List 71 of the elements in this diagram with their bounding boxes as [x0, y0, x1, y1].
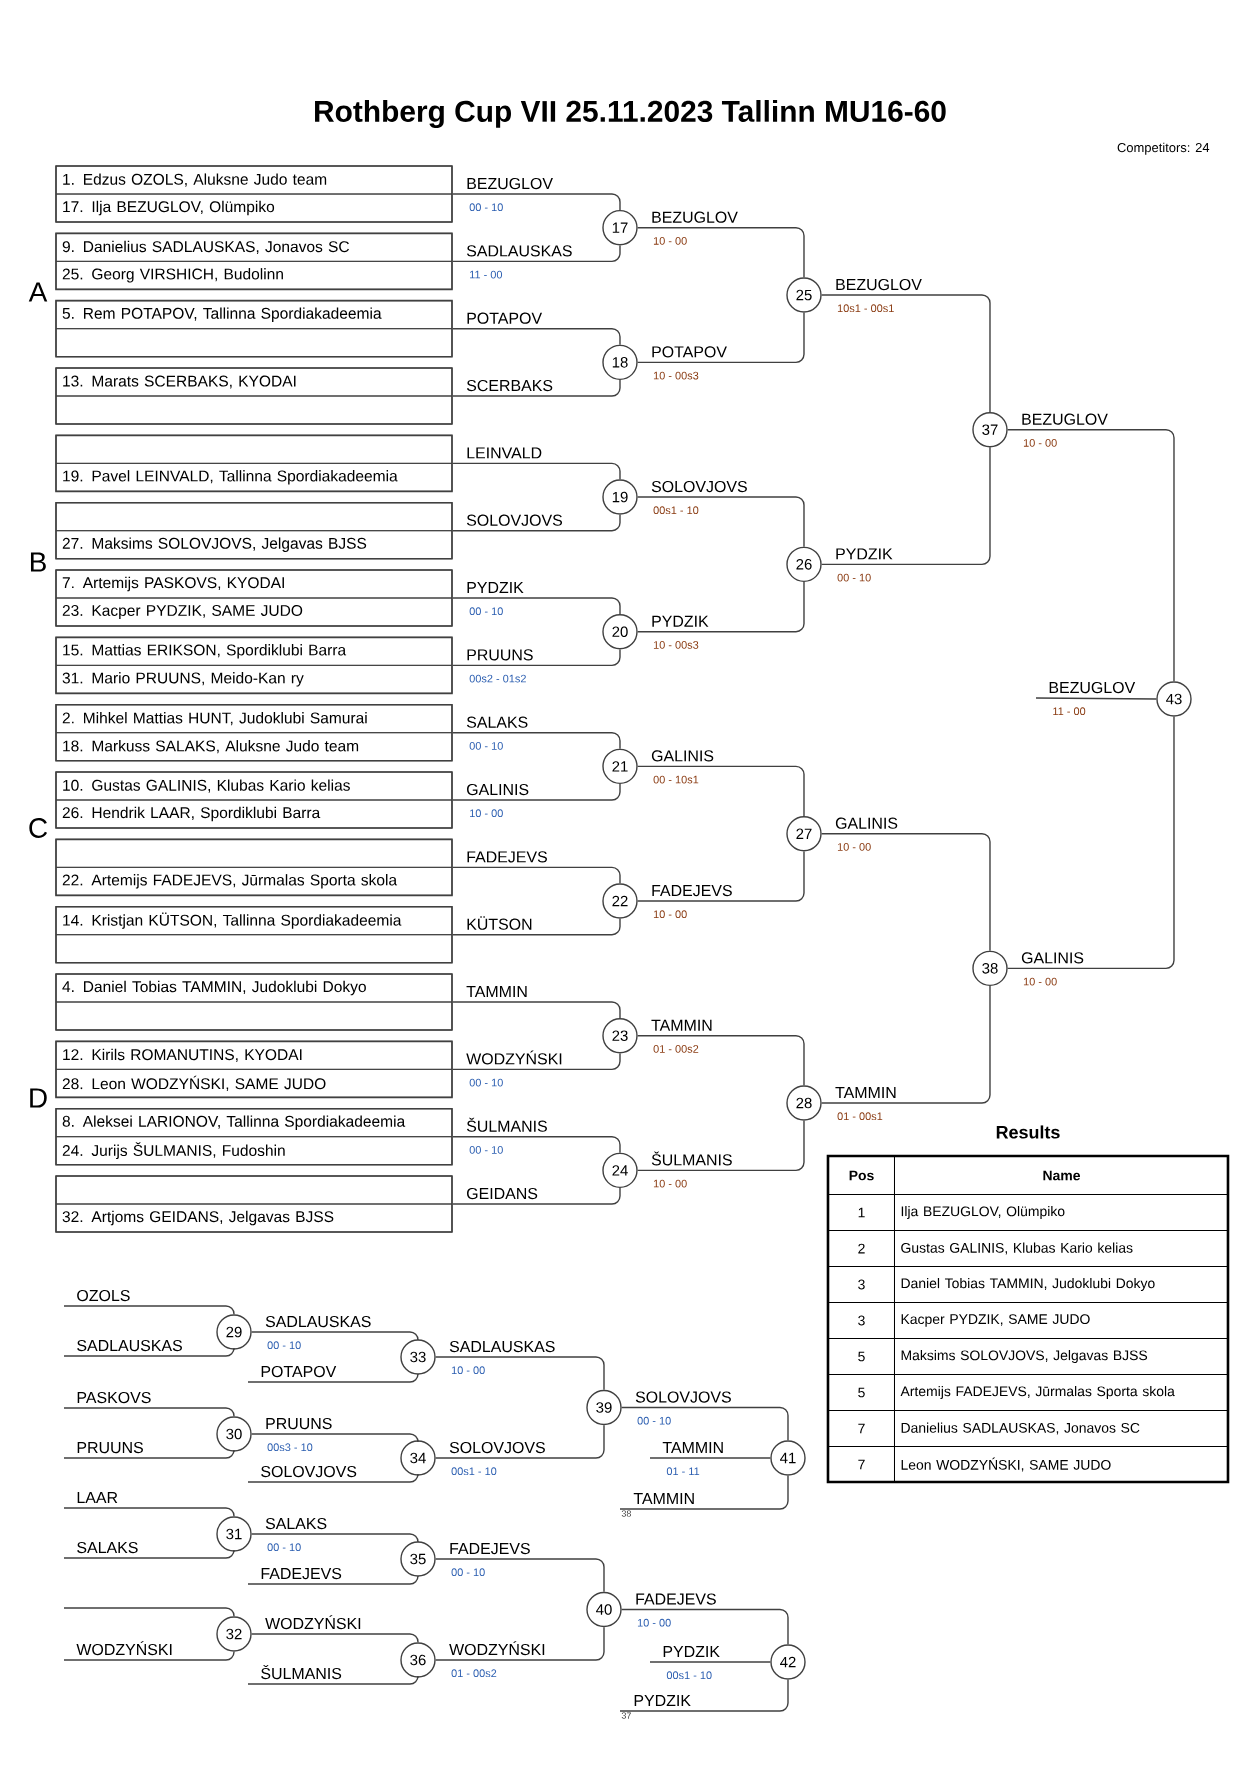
bracket-line [1007, 716, 1175, 970]
empty-row [55, 934, 453, 964]
bracket-line [621, 1608, 789, 1645]
bracket-line [637, 227, 805, 278]
bracket-line [251, 1331, 419, 1341]
bracket-line [251, 1433, 419, 1443]
bracket-line [649, 1457, 771, 1459]
pool-letter: D [30, 1088, 47, 1108]
bracket-line [452, 1001, 621, 1019]
bracket-line [821, 833, 991, 952]
bracket-line [621, 1406, 789, 1441]
empty-row [55, 502, 453, 532]
bracket-line [637, 1035, 805, 1086]
bracket-line [452, 597, 621, 615]
bracket-line [452, 462, 621, 480]
bracket-line [637, 850, 805, 902]
empty-row [55, 328, 453, 358]
title: Rothberg Cup VII 25.11.2023 Tallinn MU16-60 [315, 100, 946, 128]
bracket-line [247, 1473, 419, 1483]
bracket-line [452, 514, 621, 532]
bracket-line [452, 918, 621, 936]
bracket-line [637, 1120, 805, 1172]
bracket-line [637, 765, 805, 817]
empty-row [55, 1001, 453, 1031]
bracket-line [63, 1507, 235, 1517]
bracket-line [247, 1675, 419, 1685]
bracket-line [63, 1651, 235, 1661]
bracket-line [63, 1449, 235, 1459]
results-heading: Results [996, 1125, 1060, 1139]
bracket-line [452, 783, 621, 801]
bracket-line [435, 1356, 605, 1391]
bracket-line [63, 1305, 235, 1315]
bracket-line [1007, 429, 1175, 682]
bracket-line [452, 1136, 621, 1154]
bracket-line [619, 1475, 789, 1510]
bracket-line [452, 193, 621, 211]
bracket-line [63, 1607, 235, 1617]
bracket-line [63, 1407, 235, 1417]
bracket-line [251, 1533, 419, 1543]
bracket-line [63, 1549, 235, 1559]
bracket-line [452, 1052, 621, 1071]
bracket-line [1035, 697, 1157, 700]
bracket-line [452, 328, 621, 346]
bracket-line [435, 1558, 605, 1593]
empty-row [55, 434, 453, 464]
bracket-line [435, 1424, 605, 1459]
empty-row [55, 395, 453, 425]
bracket-line [452, 1187, 621, 1205]
bracket-line [435, 1626, 605, 1661]
bracket-line [637, 312, 805, 364]
bracket-line [452, 866, 621, 884]
pool-letter: B [31, 552, 46, 572]
bracket-line [452, 648, 621, 667]
bracket-line [452, 379, 621, 397]
empty-row [55, 838, 453, 868]
bracket-line [247, 1575, 419, 1585]
bracket-line [619, 1679, 789, 1712]
bracket-line [637, 496, 805, 548]
bracket-line [452, 244, 621, 263]
bracket-line [452, 732, 621, 750]
bracket-line [649, 1661, 771, 1663]
pool-letter: A [28, 282, 48, 302]
bracket-line [251, 1633, 419, 1643]
empty-row [55, 1175, 453, 1205]
bracket-line [821, 294, 991, 413]
bracket-line [637, 581, 805, 633]
pool-letter: C [29, 818, 47, 838]
bracket-line [821, 985, 991, 1104]
bracket-line [821, 446, 991, 566]
bracket-line [247, 1373, 419, 1383]
bracket-line [63, 1347, 235, 1357]
